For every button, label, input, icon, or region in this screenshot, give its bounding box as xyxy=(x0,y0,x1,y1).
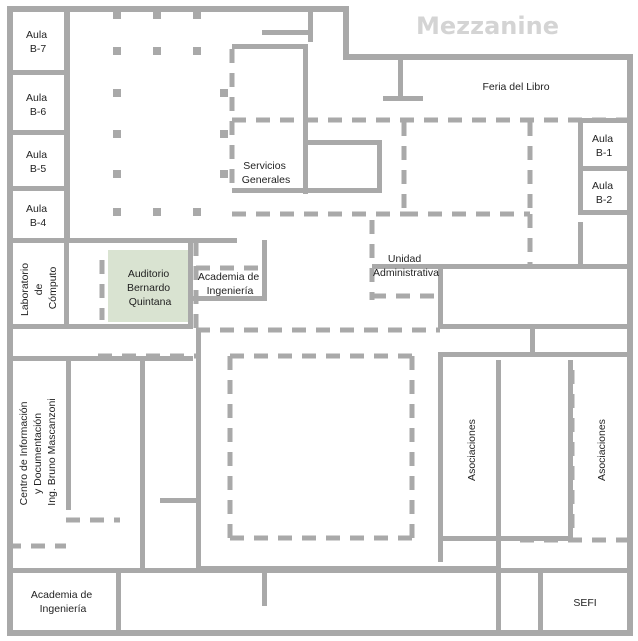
room-servicios-generales[interactable]: Servicios Generales xyxy=(242,160,290,186)
columns xyxy=(113,11,228,216)
room-aula-b4[interactable]: Aula B-4 xyxy=(26,203,50,229)
room-aula-b1[interactable]: Aula B-1 xyxy=(592,133,616,159)
room-asociaciones-2[interactable]: Asociaciones xyxy=(596,419,608,481)
room-sefi[interactable]: SEFI xyxy=(573,597,596,609)
auditorio-highlight[interactable] xyxy=(108,250,188,322)
room-asociaciones-1[interactable]: Asociaciones xyxy=(466,419,478,481)
map-title: Mezzanine xyxy=(416,12,559,40)
room-academia-ingenieria-lower[interactable]: Academia de Ingeniería xyxy=(31,589,95,615)
room-feria-del-libro[interactable]: Feria del Libro xyxy=(482,81,549,93)
room-aula-b2[interactable]: Aula B-2 xyxy=(592,180,616,206)
room-laboratorio-computo[interactable]: Laboratorio de Cómputo xyxy=(19,260,59,316)
dashed-walls xyxy=(7,49,633,549)
room-labels: Aula B-7 Aula B-6 Aula B-5 Aula B-4 Aula… xyxy=(18,29,616,615)
room-aula-b5[interactable]: Aula B-5 xyxy=(26,149,50,175)
walls xyxy=(7,6,633,636)
room-aula-b6[interactable]: Aula B-6 xyxy=(26,92,50,118)
room-centro-informacion[interactable]: Centro de Información y Documentación In… xyxy=(18,398,58,505)
room-unidad-administrativa[interactable]: Unidad Administrativa xyxy=(373,253,439,279)
room-auditorio-bernardo-quintana[interactable]: Auditorio Bernardo Quintana xyxy=(127,268,173,308)
room-academia-ingenieria-upper[interactable]: Academia de Ingeniería xyxy=(198,271,262,297)
room-aula-b7[interactable]: Aula B-7 xyxy=(26,29,50,55)
